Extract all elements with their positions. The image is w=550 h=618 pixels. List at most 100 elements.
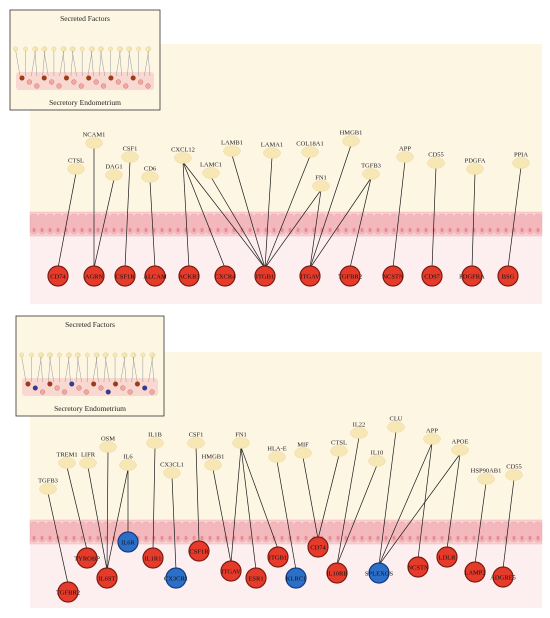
ligand-circle [85,137,103,149]
ligand-node: IL22 [350,422,368,439]
panel-lower-tissue [30,236,542,304]
ligand-circle [423,433,441,445]
receptor-label: ITGAV [300,273,320,280]
receptor-label: ITGB1 [269,554,287,561]
receptor-circle [368,562,390,584]
ligand-circle [187,437,205,449]
ligand-circle [505,469,523,481]
ligand-node: OSM [99,436,117,453]
legend-subtitle: Secretory Endometrium [54,404,126,413]
receptor-circle [407,556,429,578]
ligand-circle [312,180,330,192]
receptor-node: CD97 [421,265,443,287]
ligand-circle [39,483,57,495]
interaction-link [106,450,109,571]
receptor-circle [461,265,483,287]
legend-title: Secreted Factors [65,320,115,329]
ligand-circle [350,427,368,439]
ligand-label: HMGB1 [340,130,363,137]
ligand-label: APOE [452,439,469,446]
interaction-link [240,446,279,550]
receptor-node: ITGAV [220,560,242,582]
interaction-link [182,161,226,269]
interaction-link [507,166,522,269]
receptor-label: TYROBP [74,555,100,562]
interaction-link [474,482,487,565]
receptor-circle [165,567,187,589]
receptor-circle [307,536,329,558]
ligand-node: CTSL [330,440,348,457]
receptor-node: LDLR [436,546,458,568]
interaction-link [276,460,297,571]
interaction-link [417,442,433,560]
receptor-circle [497,265,519,287]
receptor-label: ESR1 [248,575,263,582]
receptor-node: SPLEXOS [365,562,393,584]
epithelial-membrane [29,519,543,545]
ligand-circle [294,447,312,459]
ligand-circle [301,146,319,158]
ligand-label: HMGB1 [202,454,225,461]
receptor-node: ITGB1 [254,265,276,287]
ligand-node: IL6 [119,454,137,471]
interaction-link [93,178,115,269]
interaction-link [317,454,340,540]
receptor-node: ITGB1 [267,546,289,568]
receptor-label: NCSTN [382,273,404,280]
ligand-label: FN1 [235,432,247,439]
interaction-link [230,446,242,564]
ligand-node: NCAM1 [83,132,105,149]
interaction-links [57,144,522,269]
ligand-circle [58,457,76,469]
receptor-circle [96,567,118,589]
receptor-label: TGFBR2 [338,273,362,280]
receptor-label: ACKR3 [178,273,199,280]
receptor-node: ADGRE5 [490,566,516,588]
ligand-circle [232,437,250,449]
interaction-link [264,156,273,269]
ligand-node: LAMA1 [261,142,283,159]
ligand-label: PDGFA [465,158,486,165]
receptor-node: IL10RB [326,562,348,584]
interaction-link [210,176,266,269]
receptor-circle [245,567,267,589]
ligand-circle [342,135,360,147]
ligand-circle [396,151,414,163]
receptor-label: PDGFRA [459,273,485,280]
ligand-node: LAMB1 [221,140,243,157]
receptor-circle [117,531,139,553]
receptor-label: NCSTN [407,564,429,571]
receptor-node: ESR1 [245,567,267,589]
receptor-node: KLRC1 [285,567,307,589]
receptor-circle [492,566,514,588]
interaction-link [446,453,461,550]
ligand-node: CD55 [505,464,523,481]
interaction-link [212,468,232,564]
ligand-label: IL22 [353,422,366,429]
receptor-label: ITGAV [221,568,241,575]
ligand-circle [223,145,241,157]
receptor-label: AGRN [85,273,104,280]
interaction-link [392,160,406,269]
interaction-link [231,154,266,269]
ligand-label: TGFB3 [361,163,381,170]
receptor-circle [267,546,289,568]
receptor-circle [178,265,200,287]
receptor-circle [57,581,79,603]
receptor-label: KLRC1 [286,575,307,582]
ligand-circle [330,445,348,457]
interaction-link [264,189,322,269]
receptor-circle [382,265,404,287]
ligand-label: LAMB1 [221,140,243,147]
ligand-node: CX3CL1 [160,462,184,479]
ligand-node: HSP90AB1 [471,468,501,485]
ligand-node: DAG1 [105,164,123,181]
interaction-link [378,453,461,566]
ligand-node: CXCL12 [171,147,195,164]
receptor-node: NCSTN [382,265,404,287]
interaction-link [336,436,360,566]
receptor-label: TGFBR2 [56,589,80,596]
ligand-node: FN1 [232,432,250,449]
interaction-link [149,180,156,269]
receptor-label: CXCR4 [215,273,237,280]
